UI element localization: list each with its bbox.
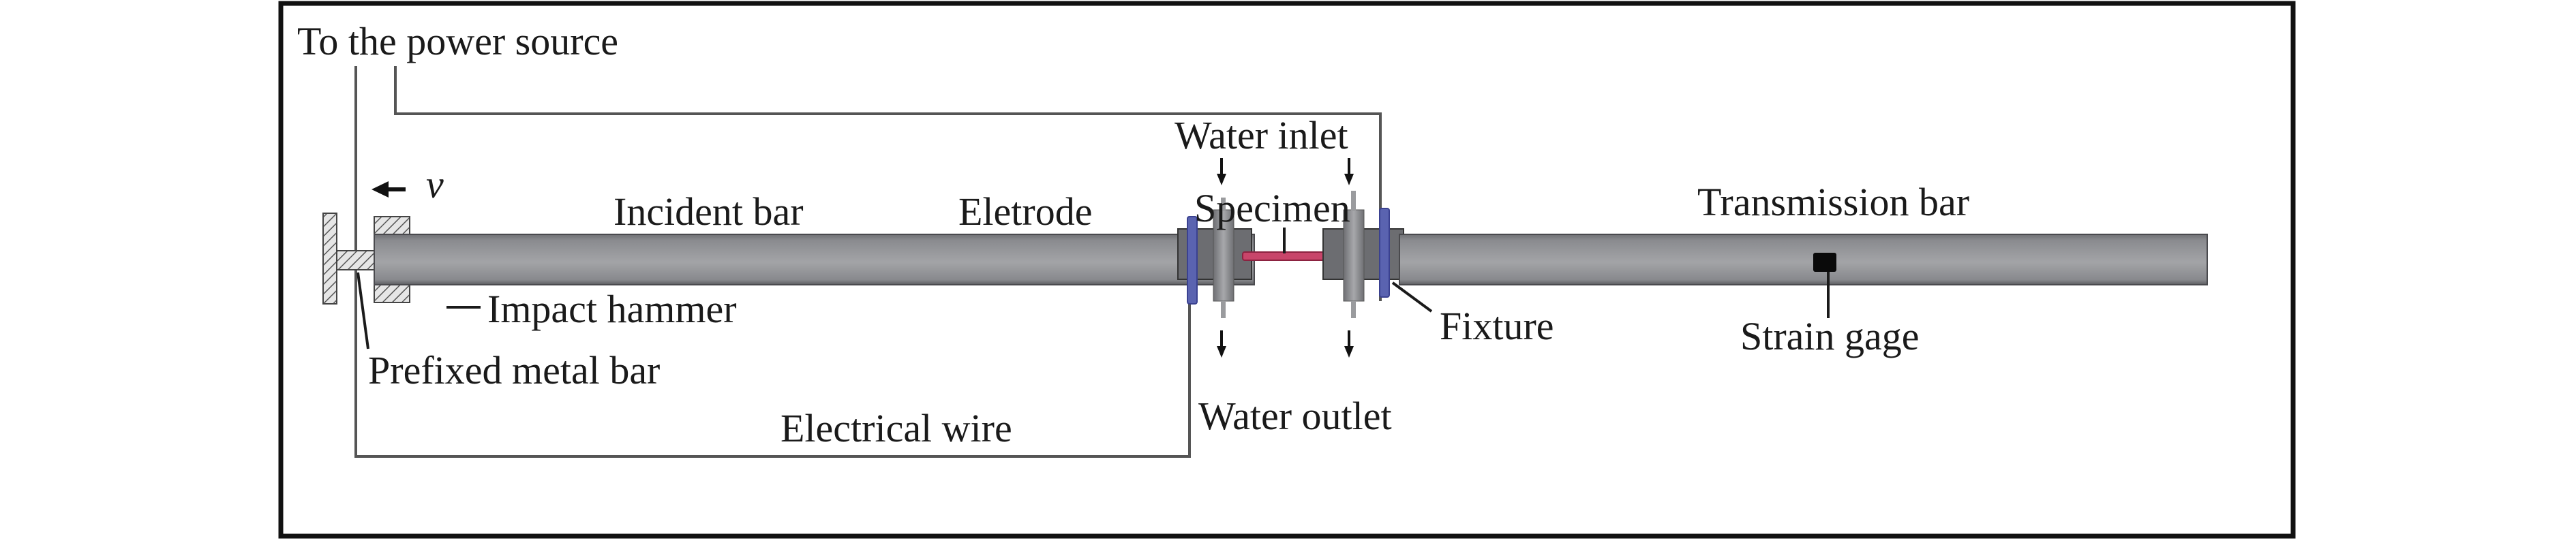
arrow-down-icon [1344, 346, 1354, 358]
right-water-pipe-bottom [1351, 301, 1356, 318]
specimen [1242, 251, 1333, 261]
figure-frame [278, 1, 2296, 539]
arrow-down-icon [1217, 174, 1226, 185]
water-inlet-arrows [1217, 158, 1354, 185]
label-electrical-wire: Electrical wire [781, 406, 1012, 450]
impact-hammer-top [374, 216, 410, 235]
prefixed-metal-bar-leader [357, 272, 369, 349]
label-fixture: Fixture [1440, 304, 1554, 348]
label-velocity: v [426, 162, 444, 206]
arrow-down-icon [1344, 174, 1354, 185]
prefixed-metal-bar-stem [336, 250, 375, 270]
right-fixture-plate [1379, 208, 1390, 298]
electrical-wire-top [394, 66, 1382, 301]
label-water-outlet: Water outlet [1198, 394, 1392, 438]
transmission-bar [1399, 234, 2208, 285]
left-fixture-plate [1187, 216, 1198, 305]
impact-hammer-bottom [374, 284, 410, 303]
incident-bar [374, 234, 1255, 285]
water-outlet-arrows [1217, 330, 1354, 358]
label-electrode: Eletrode [958, 189, 1092, 234]
label-specimen: Specimen [1194, 186, 1350, 230]
right-water-clamp [1343, 209, 1365, 302]
left-water-pipe-top [1221, 198, 1226, 211]
label-impact-hammer: Impact hammer [487, 287, 737, 331]
prefixed-metal-bar-plate [322, 213, 337, 305]
velocity-arrow-icon [372, 181, 389, 198]
label-water-inlet: Water inlet [1175, 113, 1348, 157]
arrow-down-icon [1217, 346, 1226, 358]
left-water-pipe-bottom [1221, 301, 1226, 318]
left-water-clamp [1213, 209, 1234, 302]
label-prefixed-metal-bar: Prefixed metal bar [368, 348, 660, 392]
right-water-pipe-top [1351, 191, 1356, 211]
fixture-leader [1391, 281, 1433, 313]
strain-gage [1813, 253, 1836, 272]
label-incident-bar: Incident bar [613, 189, 804, 234]
label-strain-gage: Strain gage [1740, 314, 1920, 358]
label-transmission-bar: Transmission bar [1697, 180, 1969, 224]
label-power-source: To the power source [297, 19, 618, 63]
